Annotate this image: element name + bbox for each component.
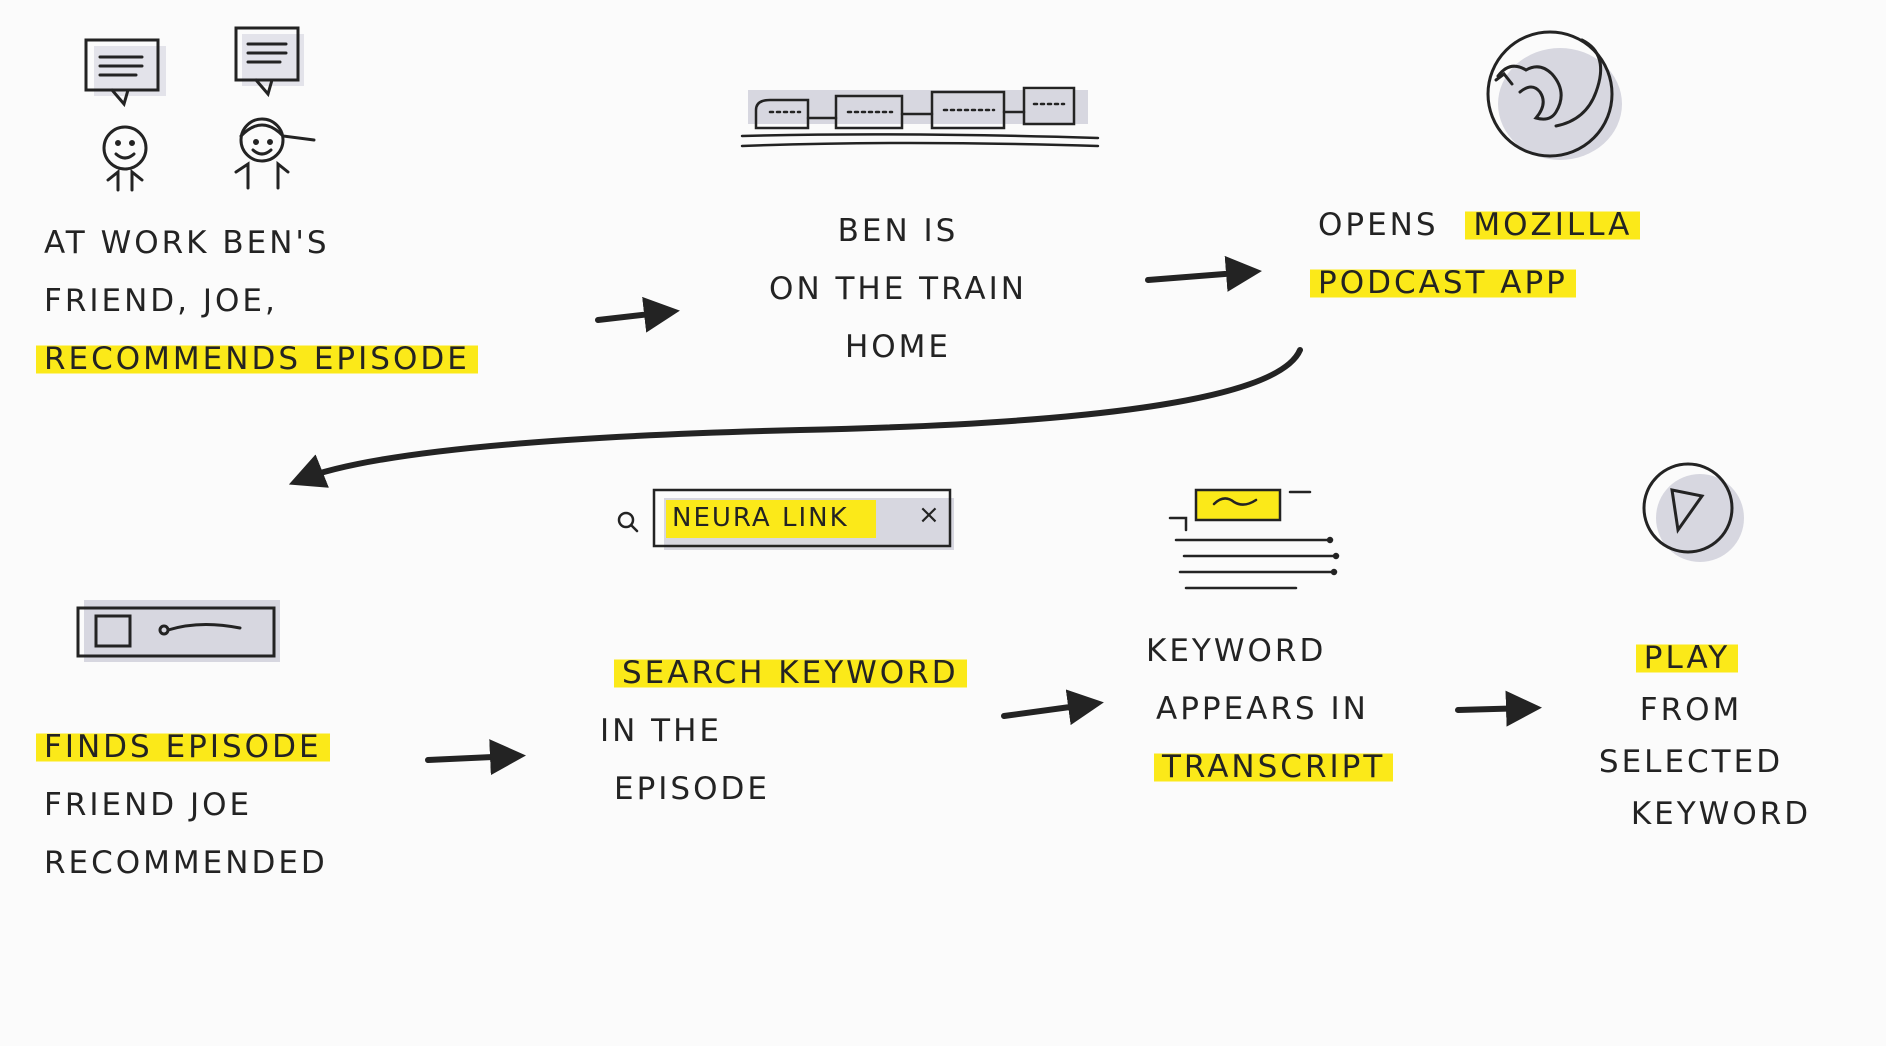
step-text-line-highlighted: FINDS EPISODE bbox=[36, 729, 330, 765]
arrow-6-to-7 bbox=[1455, 690, 1542, 727]
transcript-icon bbox=[1168, 488, 1340, 590]
episode-card-icon bbox=[76, 600, 280, 662]
search-bar-icon bbox=[617, 488, 954, 550]
step-transcript-text: KEYWORD APPEARS IN TRANSCRIPT bbox=[1146, 622, 1394, 796]
step-text-line-highlighted: PLAY bbox=[1635, 640, 1739, 676]
step-text-line: ON THE TRAIN bbox=[769, 271, 1027, 307]
step-text-line: APPEARS IN bbox=[1156, 691, 1369, 727]
arrow-4-to-5 bbox=[425, 739, 526, 776]
step-text-line: OPENS bbox=[1318, 207, 1452, 243]
step-text-line: KEYWORD bbox=[1146, 633, 1327, 669]
arrow-3-to-4 bbox=[288, 347, 1303, 488]
step-text-line: FRIEND, JOE, bbox=[44, 283, 278, 319]
step-text-line: IN THE bbox=[600, 713, 723, 749]
arrow-1-to-2 bbox=[595, 296, 680, 333]
step-text-line: RECOMMENDED bbox=[44, 845, 328, 881]
step-text-line: FROM bbox=[1639, 692, 1743, 728]
firefox-logo-icon bbox=[1486, 30, 1622, 160]
step-text-line-highlighted: SEARCH KEYWORD bbox=[614, 655, 967, 691]
step-find-episode-text: FINDS EPISODE FRIEND JOE RECOMMENDED bbox=[36, 718, 330, 892]
step-text-line-highlighted: RECOMMENDS EPISODE bbox=[36, 341, 478, 377]
play-button-icon bbox=[1642, 462, 1744, 562]
step-search-text: SEARCH KEYWORD IN THE EPISODE bbox=[600, 644, 967, 818]
step-text-line: FRIEND JOE bbox=[44, 787, 253, 823]
step-train-text: BEN IS ON THE TRAIN HOME bbox=[728, 202, 1068, 376]
search-clear-icon: × bbox=[918, 500, 942, 530]
step-text-line: KEYWORD bbox=[1630, 796, 1812, 832]
step-open-app-text: OPENS MOZILLA PODCAST APP bbox=[1310, 196, 1641, 312]
step-text-line: AT WORK BEN'S bbox=[44, 225, 330, 261]
two-people-talking-icon bbox=[84, 26, 316, 192]
step-text-line-highlighted: PODCAST APP bbox=[1310, 265, 1576, 301]
step-text-line: SELECTED bbox=[1598, 744, 1784, 780]
search-query-text: NEURA LINK bbox=[672, 503, 849, 533]
arrow-2-to-3 bbox=[1145, 255, 1262, 292]
step-text-line-highlighted: TRANSCRIPT bbox=[1154, 749, 1394, 785]
flow-arrows bbox=[288, 255, 1542, 776]
step-text-line: BEN IS bbox=[837, 213, 959, 249]
step-play-text: PLAY FROM SELECTED KEYWORD bbox=[1566, 632, 1816, 840]
step-text-line: HOME bbox=[844, 329, 952, 365]
step-text-line-highlighted: MOZILLA bbox=[1465, 207, 1641, 243]
arrow-5-to-6 bbox=[1001, 689, 1104, 726]
train-icon bbox=[740, 86, 1100, 148]
step-text-line: EPISODE bbox=[614, 771, 770, 807]
step-recommendation-text: AT WORK BEN'S FRIEND, JOE, RECOMMENDS EP… bbox=[36, 214, 478, 388]
